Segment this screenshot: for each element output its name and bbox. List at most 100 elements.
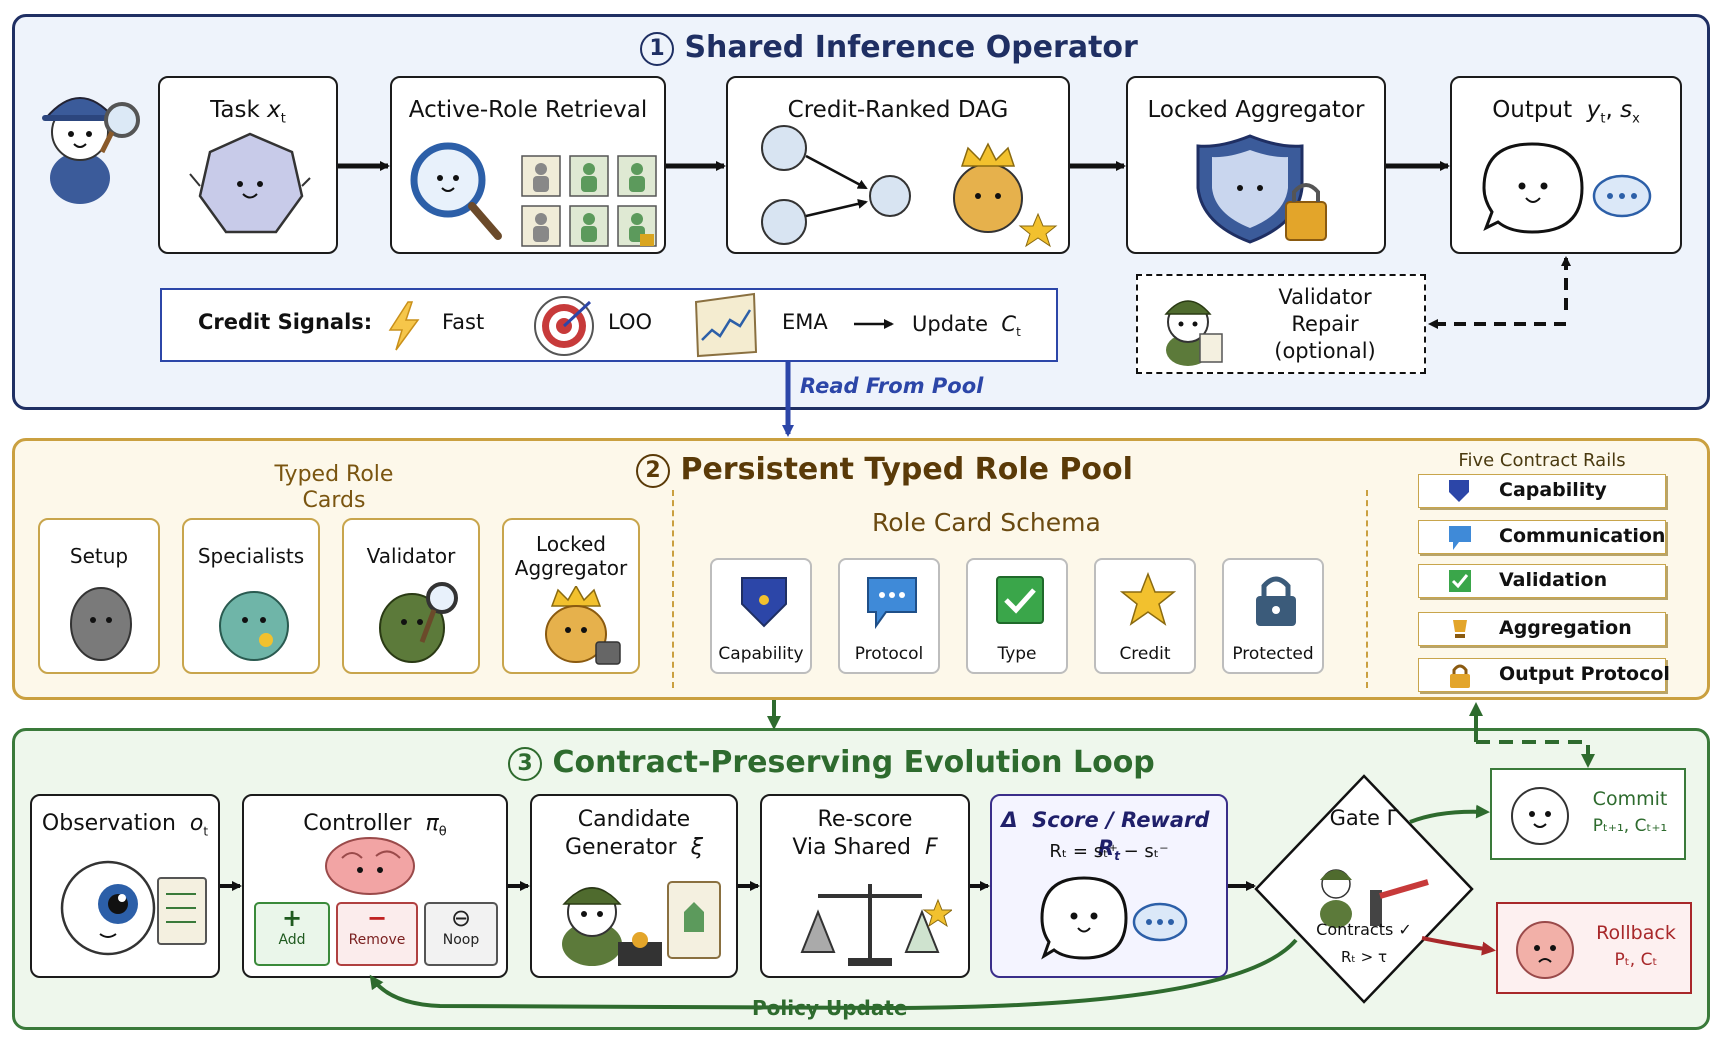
gate-label: Gate Γ bbox=[1329, 806, 1399, 830]
rail-aggregation-icon bbox=[1453, 620, 1467, 638]
gate-condition-label: Rₜ > τ bbox=[1341, 948, 1387, 966]
credit-loo-label: LOO bbox=[608, 310, 653, 334]
retrieval-label: Active-Role Retrieval bbox=[408, 97, 648, 123]
lightning-icon bbox=[388, 301, 420, 351]
output-label: Output yt, sx bbox=[1492, 97, 1640, 127]
gate-diamond bbox=[1254, 774, 1474, 1004]
aggregator-label: Locked Aggregator bbox=[1147, 97, 1365, 123]
schema-type: Type bbox=[966, 558, 1068, 674]
setup-blob-icon bbox=[70, 587, 132, 661]
target-icon bbox=[534, 296, 594, 356]
panel2-title: 2 Persistent Typed Role Pool bbox=[636, 452, 1133, 488]
controller-label: Controller πθ bbox=[303, 811, 447, 840]
reward-formula: Rₜ = sₜ⁺ − sₜ⁻ bbox=[1049, 841, 1169, 862]
add-button[interactable]: + Add bbox=[254, 902, 330, 966]
aggregator-crown-blob-icon bbox=[545, 586, 621, 665]
rescore-label: Re-score Via Shared F bbox=[792, 807, 938, 860]
score-reward-label: Δ Score / Reward Rt bbox=[1001, 808, 1210, 864]
rail-aggregation: Aggregation bbox=[1418, 612, 1666, 646]
panel3-title: 3 Contract-Preserving Evolution Loop bbox=[508, 745, 1155, 781]
observation-label: Observation ot bbox=[41, 811, 209, 839]
capability-shield-icon bbox=[741, 577, 787, 628]
rail-communication-icon bbox=[1449, 526, 1471, 550]
credit-signals-label: Credit Signals: bbox=[198, 310, 373, 334]
gate-contracts-label: Contracts ✓ bbox=[1316, 920, 1412, 939]
rail-capability: Capability bbox=[1418, 474, 1666, 508]
credit-signals-bar: Credit Signals: Fast LOO EMA Update Ct bbox=[160, 288, 1058, 362]
remove-button[interactable]: − Remove bbox=[336, 902, 418, 966]
rollback-vars: Pₜ, Cₜ bbox=[1614, 950, 1658, 970]
role-card-schema-title: Role Card Schema bbox=[872, 508, 1101, 537]
score-reward-box: Δ Score / Reward Rt Rₜ = sₜ⁺ − sₜ⁻ bbox=[990, 794, 1228, 978]
ema-chart-icon bbox=[694, 292, 758, 358]
rescore-box: Re-score Via Shared F bbox=[760, 794, 970, 978]
gate-soldier-icon bbox=[1320, 869, 1429, 928]
active-role-retrieval-box: Active-Role Retrieval bbox=[390, 76, 666, 254]
panel3-number: 3 bbox=[508, 746, 542, 781]
credit-update-arrow-icon bbox=[854, 319, 894, 329]
observation-box: Observation ot bbox=[30, 794, 220, 978]
reward-speech-mascot-icon bbox=[1040, 876, 1188, 960]
separator-right bbox=[1366, 490, 1368, 688]
role-grid-icon bbox=[521, 155, 657, 247]
rail-capability-icon bbox=[1449, 480, 1469, 502]
commit-label: Commit bbox=[1592, 788, 1668, 810]
panel1-number: 1 bbox=[640, 31, 674, 66]
dag-graph-icon bbox=[761, 125, 1058, 248]
credit-ema-label: EMA bbox=[782, 310, 828, 334]
credit-star-icon bbox=[1120, 572, 1176, 626]
commit-mascot-icon bbox=[1511, 787, 1569, 845]
read-from-pool-label: Read From Pool bbox=[800, 374, 984, 398]
validator-repair-box: Validator Repair (optional) bbox=[1136, 274, 1426, 374]
panel2-number: 2 bbox=[636, 453, 670, 488]
credit-fast-label: Fast bbox=[442, 310, 485, 334]
specialist-blob-icon bbox=[219, 591, 289, 661]
speech-mascot-icon bbox=[1482, 142, 1652, 234]
role-card-specialists: Specialists bbox=[182, 518, 320, 674]
schema-protocol: Protocol bbox=[838, 558, 940, 674]
soldier-builder-icon bbox=[562, 881, 721, 966]
controller-box: Controller πθ + Add − Remove ⊖ Noop bbox=[242, 794, 508, 978]
rail-validation: Validation bbox=[1418, 564, 1666, 598]
type-check-icon bbox=[996, 576, 1044, 624]
rail-output-protocol: Output Protocol bbox=[1418, 658, 1670, 692]
schema-credit: Credit bbox=[1094, 558, 1196, 674]
shield-lock-icon bbox=[1196, 134, 1327, 244]
balance-scale-icon bbox=[800, 884, 952, 966]
rail-communication: Communication bbox=[1418, 520, 1666, 554]
detective-mascot-icon bbox=[42, 97, 140, 204]
rollback-sad-mascot-icon bbox=[1516, 921, 1574, 979]
task-box: Task xt bbox=[158, 76, 338, 254]
noop-button[interactable]: ⊖ Noop bbox=[424, 902, 498, 966]
validator-blob-icon bbox=[379, 582, 458, 663]
rail-validation-icon bbox=[1449, 570, 1471, 592]
panel1-title: 1 Shared Inference Operator bbox=[640, 30, 1138, 66]
role-card-validator: Validator bbox=[342, 518, 480, 674]
brain-mascot-icon bbox=[325, 837, 415, 895]
candidate-generator-label: Candidate Generator ξ bbox=[565, 807, 703, 860]
candidate-generator-box: Candidate Generator ξ bbox=[530, 794, 738, 978]
soldier-validator-icon bbox=[1164, 300, 1223, 366]
rail-output-protocol-icon bbox=[1450, 664, 1470, 688]
task-heptagon-icon bbox=[189, 132, 311, 234]
eye-mascot-icon bbox=[60, 860, 207, 956]
commit-vars: Pₜ₊₁, Cₜ₊₁ bbox=[1592, 816, 1668, 836]
magnifier-mascot-icon bbox=[410, 142, 502, 240]
separator-left bbox=[672, 490, 674, 688]
locked-aggregator-box: Locked Aggregator bbox=[1126, 76, 1386, 254]
output-box: Output yt, sx bbox=[1450, 76, 1682, 254]
five-contract-rails-title: Five Contract Rails bbox=[1458, 450, 1626, 471]
commit-box: Commit Pₜ₊₁, Cₜ₊₁ bbox=[1490, 768, 1686, 860]
rollback-label: Rollback bbox=[1596, 922, 1676, 944]
protected-lock-icon bbox=[1256, 576, 1296, 626]
rollback-box: Rollback Pₜ, Cₜ bbox=[1496, 902, 1692, 994]
role-card-setup: Setup bbox=[38, 518, 160, 674]
dag-label: Credit-Ranked DAG bbox=[787, 97, 1009, 123]
credit-update-label: Update Ct bbox=[912, 312, 1021, 340]
task-label: Task xt bbox=[210, 97, 286, 127]
schema-protected: Protected bbox=[1222, 558, 1324, 674]
credit-ranked-dag-box: Credit-Ranked DAG bbox=[726, 76, 1070, 254]
validator-repair-label: Validator Repair (optional) bbox=[1274, 285, 1376, 363]
